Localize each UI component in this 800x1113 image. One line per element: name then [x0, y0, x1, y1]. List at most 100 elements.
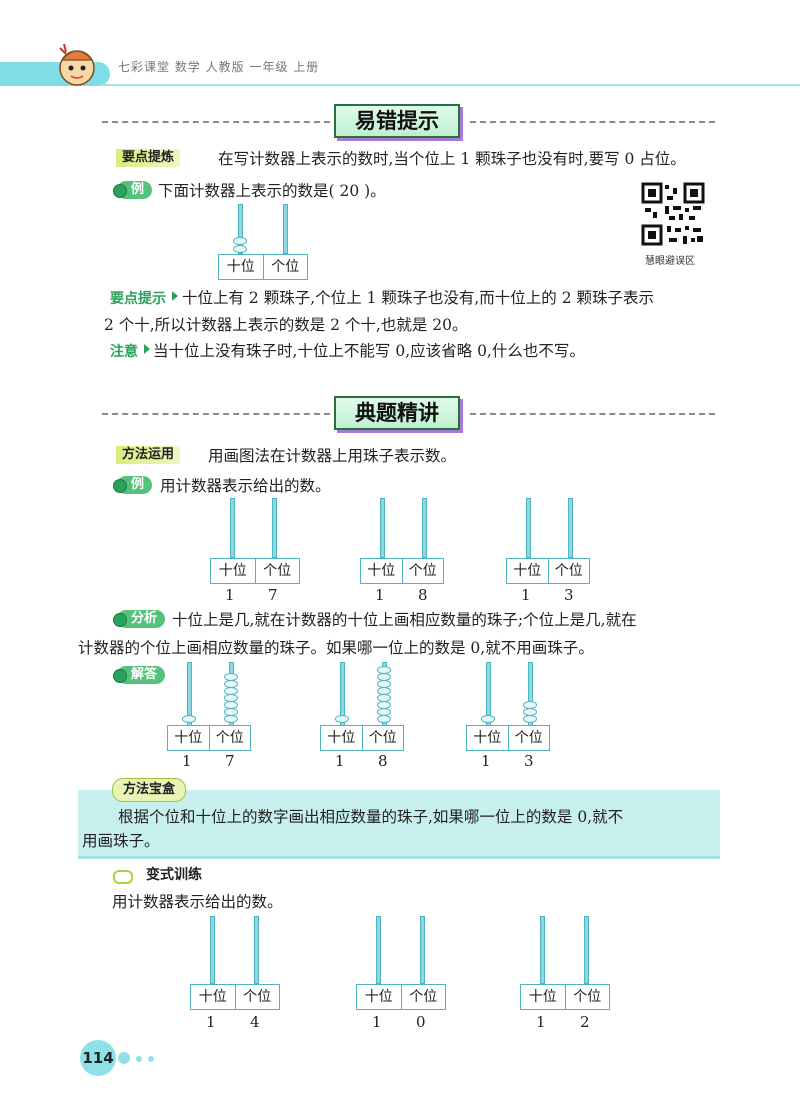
bead-stack-tens	[182, 662, 196, 724]
abacus-place-labels: 十位 个位	[356, 984, 446, 1010]
hint-line-2: 2 个十,所以计数器上表示的数是 2 个十,也就是 20。	[104, 316, 468, 334]
tens-digit: 1	[521, 586, 531, 604]
abacus-bead	[224, 680, 238, 688]
bead-stack-ones	[224, 662, 238, 724]
abacus-example-3: 十位 个位 1 3	[506, 498, 598, 604]
divider-left	[102, 413, 330, 415]
divider-right	[470, 121, 715, 123]
abacus-bead	[224, 694, 238, 702]
abacus-example-2: 十位 个位 1 8	[360, 498, 452, 604]
abacus-bead	[224, 708, 238, 716]
note-tag: 注意	[110, 344, 138, 360]
abacus-bead	[233, 245, 247, 253]
abacus-example-1: 十位 个位 1 7	[210, 498, 302, 604]
abacus-bead	[481, 715, 495, 723]
divider-left	[102, 121, 330, 123]
ones-label: 个位	[547, 559, 590, 583]
abacus-place-labels: 十位 个位	[167, 725, 251, 751]
analysis-line-2: 计数器的个位上画相应数量的珠子。如果哪一位上的数是 0,就不用画珠子。	[78, 639, 594, 657]
abacus-rod-ones	[283, 204, 288, 254]
tens-label: 十位	[327, 730, 356, 746]
abacus-bead	[224, 687, 238, 695]
ones-digit: 3	[524, 752, 534, 770]
abacus-bead	[224, 701, 238, 709]
method-box-tag: 方法宝盒	[112, 778, 187, 802]
hint-tag: 要点提示	[110, 291, 166, 307]
abacus-bead	[335, 715, 349, 723]
ones-digit: 2	[580, 1013, 590, 1031]
abacus-rod-ones	[568, 498, 573, 558]
abacus-rod-tens	[380, 498, 385, 558]
abacus-bead	[377, 694, 391, 702]
abacus-answer-1: 十位 个位 1 7	[167, 662, 257, 772]
tens-label: 十位	[218, 563, 247, 579]
ones-digit: 4	[250, 1013, 260, 1031]
ones-label: 个位	[208, 726, 251, 750]
practice-icon	[113, 870, 133, 884]
tens-label: 十位	[513, 563, 542, 579]
abacus-rod-ones	[272, 498, 277, 558]
ones-digit: 7	[268, 586, 278, 604]
abacus-place-labels: 十位 个位	[190, 984, 280, 1010]
abacus-place-labels: 十位 个位	[320, 725, 404, 751]
ones-label: 个位	[400, 985, 446, 1009]
bead-stack-tens	[481, 662, 495, 724]
tens-digit: 1	[375, 586, 385, 604]
keypoint-text: 在写计数器上表示的数时,当个位上 1 颗珠子也没有时,要写 0 占位。	[218, 150, 686, 168]
note-text: 当十位上没有珠子时,十位上不能写 0,应该省略 0,什么也不写。	[153, 342, 585, 360]
abacus-bead	[377, 673, 391, 681]
method-tag: 方法运用	[116, 446, 181, 464]
ones-label: 个位	[262, 255, 308, 279]
qr-code-icon	[641, 182, 705, 246]
bead-stack-ones	[377, 662, 391, 724]
bead-stack-ones	[523, 662, 537, 724]
arrow-icon	[172, 291, 178, 301]
abacus-rod-ones	[584, 916, 589, 984]
abacus-rod-tens	[540, 916, 545, 984]
method-text: 用画图法在计数器上用珠子表示数。	[208, 447, 457, 465]
tens-digit: 1	[225, 586, 235, 604]
tens-digit: 1	[536, 1013, 546, 1031]
tens-label: 十位	[528, 989, 557, 1005]
ones-digit: 0	[416, 1013, 426, 1031]
tens-label: 十位	[367, 563, 396, 579]
abacus-bead	[523, 701, 537, 709]
ones-label: 个位	[234, 985, 280, 1009]
qr-label: 慧眼避误区	[645, 256, 695, 267]
abacus-bead	[182, 715, 196, 723]
header-rule	[100, 84, 800, 86]
abacus-bead	[377, 666, 391, 674]
abacus-place-labels: 十位 个位	[360, 558, 444, 584]
abacus-place-labels: 十位 个位	[218, 254, 308, 280]
abacus-rod-tens	[238, 204, 243, 254]
ones-digit: 8	[418, 586, 428, 604]
tens-label: 十位	[198, 989, 227, 1005]
abacus-rod-ones	[254, 916, 259, 984]
abacus-bead	[377, 687, 391, 695]
tens-label: 十位	[174, 730, 203, 746]
abacus-place-labels: 十位 个位	[466, 725, 550, 751]
abacus-practice-2: 十位 个位 1 0	[356, 916, 450, 1032]
abacus-answer-3: 十位 个位 1 3	[466, 662, 556, 772]
method-box-line-2: 用画珠子。	[82, 832, 160, 850]
abacus-place-labels: 十位 个位	[520, 984, 610, 1010]
abacus-practice-3: 十位 个位 1 2	[520, 916, 614, 1032]
abacus-practice-1: 十位 个位 1 4	[190, 916, 284, 1032]
answer-tag: 解答	[112, 666, 166, 684]
ones-label: 个位	[401, 559, 444, 583]
ones-digit: 8	[378, 752, 388, 770]
abacus-rod-tens	[230, 498, 235, 558]
tens-digit: 1	[372, 1013, 382, 1031]
abacus-example: 十位 个位	[218, 204, 308, 280]
section-title-errors: 易错提示	[334, 104, 460, 138]
method-box	[78, 790, 720, 856]
abacus-bead	[377, 715, 391, 723]
tens-digit: 1	[182, 752, 192, 770]
tens-label: 十位	[364, 989, 393, 1005]
abacus-answer-2: 十位 个位 1 8	[320, 662, 410, 772]
abacus-bead	[233, 237, 247, 245]
abacus-bead	[377, 708, 391, 716]
tens-digit: 1	[206, 1013, 216, 1031]
ones-label: 个位	[507, 726, 550, 750]
header-title: 七彩课堂 数学 人教版 一年级 上册	[118, 60, 320, 74]
